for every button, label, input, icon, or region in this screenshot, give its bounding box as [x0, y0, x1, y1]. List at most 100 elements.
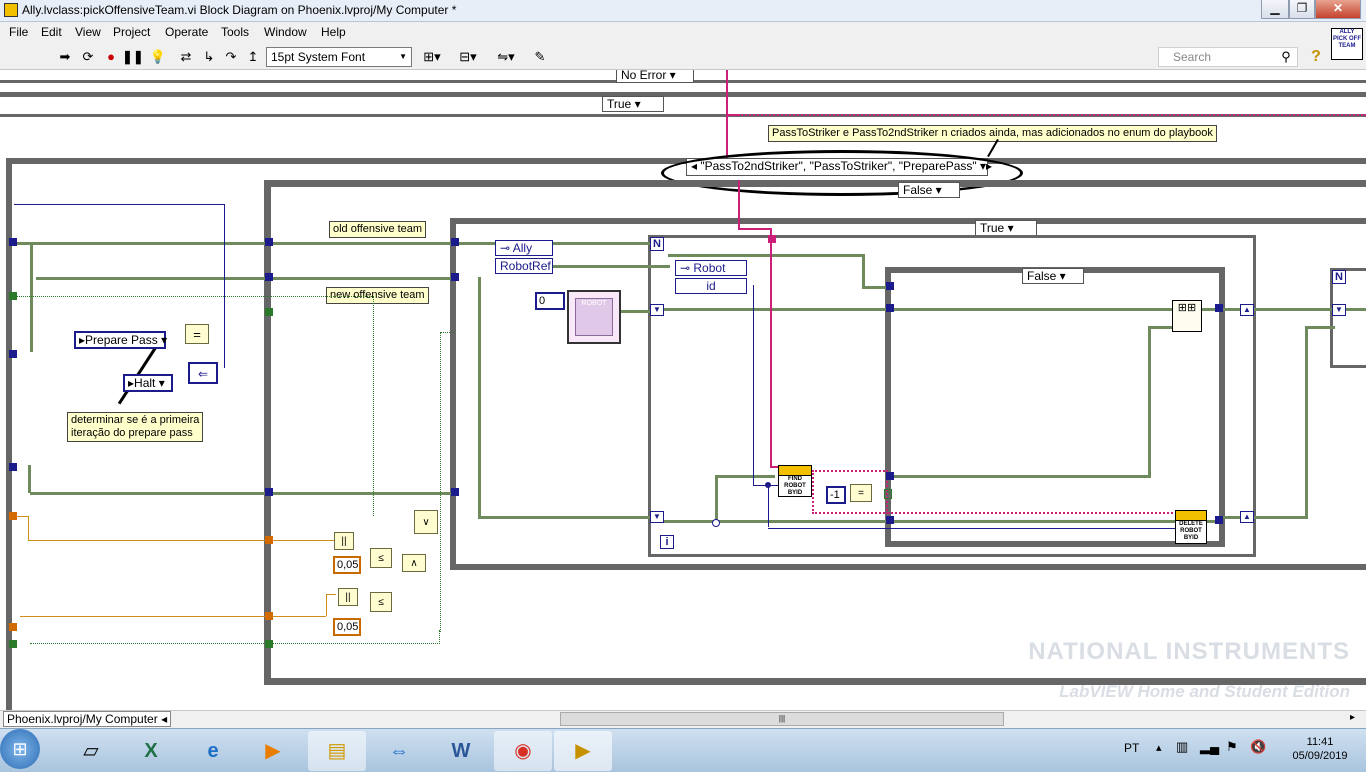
search-icon[interactable]: ⚲ [1281, 49, 1291, 64]
unbundle-robot[interactable]: ⊸ Robot [675, 260, 747, 276]
step-into-icon[interactable]: ↳ [203, 49, 215, 64]
tray-volume-icon[interactable]: 🔇 [1250, 739, 1267, 754]
index-array-function[interactable]: ⊞⊞ [1172, 300, 1202, 332]
find-robot-byid-subvi[interactable]: FIND ROBOT BYID [778, 465, 812, 497]
abort-icon[interactable]: ● [107, 49, 115, 64]
files-app-icon[interactable]: ▱ [83, 740, 99, 762]
teamviewer-icon[interactable]: ⇔ [389, 740, 409, 762]
equal-function[interactable]: = [185, 324, 209, 344]
shift-register-right[interactable]: ▲ [1240, 511, 1254, 523]
enum-halt[interactable]: ▸Halt ▾ [123, 374, 173, 392]
retain-wire-values-icon[interactable]: ⇄ [180, 49, 192, 64]
array-index-constant[interactable]: 0 [535, 292, 565, 310]
status-bar: Phoenix.lvproj/My Computer ◂ ||| ▸ [0, 710, 1366, 728]
tray-signal-icon[interactable]: ▂▄ [1200, 739, 1220, 754]
block-diagram[interactable]: No Error ▾ True ▾ PassToStriker e PassTo… [0, 70, 1366, 710]
shift-register-feedback[interactable]: ⇐ [188, 362, 218, 384]
menu-edit[interactable]: Edit [41, 25, 62, 39]
case-selector-false-inner[interactable]: False ▾ [1022, 268, 1084, 284]
note-primeira[interactable]: determinar se é a primeira iteração do p… [67, 412, 204, 442]
maximize-button[interactable]: ❐ [1289, 0, 1315, 19]
menu-view[interactable]: View [75, 25, 101, 39]
menu-project[interactable]: Project [113, 25, 151, 39]
vi-icon[interactable]: ALLY PICK OFF TEAM [1331, 28, 1363, 60]
menu-help[interactable]: Help [321, 25, 346, 39]
scroll-right-icon[interactable]: ▸ [1350, 712, 1356, 723]
chrome-icon[interactable]: ◉ [494, 731, 552, 771]
reorder-icon[interactable]: ⇋▾ [497, 49, 515, 64]
project-context[interactable]: Phoenix.lvproj/My Computer ◂ [3, 711, 172, 727]
tray-network-icon[interactable]: ▥ [1176, 739, 1189, 754]
close-button[interactable]: ✕ [1315, 0, 1361, 19]
step-over-icon[interactable]: ↷ [225, 49, 237, 64]
unbundle-robotref[interactable]: RobotRef [495, 258, 553, 274]
labview-icon[interactable]: ▶ [554, 731, 612, 771]
enum-prepare-pass[interactable]: ▸Prepare Pass ▾ [74, 331, 167, 349]
equal-function[interactable]: = [850, 484, 872, 502]
help-icon[interactable]: ? [1311, 48, 1321, 65]
case-selector-false-mid[interactable]: False ▾ [898, 182, 960, 198]
neg-one-constant[interactable]: -1 [826, 486, 846, 504]
case-selector-true-top[interactable]: True ▾ [602, 96, 664, 112]
tunnel [265, 640, 273, 648]
right-loop-count[interactable]: N [1332, 270, 1346, 284]
menu-tools[interactable]: Tools [221, 25, 250, 39]
note-old-team[interactable]: old offensive team [329, 221, 427, 238]
explorer-folder-icon[interactable]: ▤ [308, 731, 366, 771]
distribute-objects-icon[interactable]: ⊟▾ [459, 49, 477, 64]
minimize-button[interactable]: ▁ [1261, 0, 1289, 19]
highlight-execution-icon[interactable]: 💡 [149, 49, 167, 64]
menu-operate[interactable]: Operate [165, 25, 209, 39]
unbundle-ally[interactable]: ⊸ Ally [495, 240, 553, 256]
and-function[interactable]: ∧ [402, 554, 426, 572]
tray-clock[interactable]: 11:41 05/09/2019 [1280, 735, 1360, 763]
or-function[interactable]: ∨ [414, 510, 438, 534]
word-icon[interactable]: W [451, 740, 471, 762]
shift-register-right[interactable]: ▲ [1240, 304, 1254, 316]
robot-class-constant[interactable]: ROBOT [567, 290, 621, 344]
note-new-team[interactable]: new offensive team [326, 287, 429, 304]
unbundle-id[interactable]: id [675, 278, 747, 294]
shift-register-right[interactable]: ▼ [1332, 304, 1346, 316]
absolute-value-function[interactable]: || [338, 588, 358, 606]
excel-icon[interactable]: X [144, 740, 158, 762]
subvi-header [1176, 511, 1206, 521]
shift-register-left[interactable]: ▼ [650, 304, 664, 316]
refnum-wire [753, 285, 754, 485]
horizontal-scrollbar[interactable]: ||| [560, 712, 1004, 726]
tray-language[interactable]: PT [1124, 741, 1140, 755]
tunnel [1215, 304, 1223, 312]
menu-file[interactable]: File [9, 25, 29, 39]
note-criados[interactable]: PassToStriker e PassTo2ndStriker n criad… [768, 125, 1217, 142]
cluster-wire [862, 286, 890, 289]
for-loop-count[interactable]: N [650, 237, 664, 251]
cleanup-diagram-icon[interactable]: ✎ [534, 49, 546, 64]
tunnel [265, 308, 273, 316]
step-out-icon[interactable]: ↥ [247, 49, 259, 64]
tray-flag-icon[interactable]: ⚑ [1226, 739, 1238, 754]
less-than-function[interactable]: ≤ [370, 548, 392, 568]
case-selector-no-error[interactable]: No Error ▾ [616, 70, 694, 83]
for-loop-iteration[interactable]: i [660, 535, 674, 549]
run-continuously-icon[interactable]: ⟳ [82, 49, 94, 64]
tolerance-constant[interactable]: 0,05 [333, 556, 361, 574]
absolute-value-function[interactable]: || [334, 532, 354, 550]
run-arrow-icon[interactable]: ➡ [59, 49, 71, 64]
case-selector-true-inner[interactable]: True ▾ [975, 220, 1037, 236]
font-select[interactable]: 15pt System Font ▼ [266, 47, 412, 67]
start-button[interactable]: ⊞ [0, 729, 40, 769]
tunnel [9, 463, 17, 471]
tray-arrow-icon[interactable]: ▴ [1156, 742, 1162, 754]
internet-explorer-icon[interactable]: e [207, 740, 219, 762]
search-input[interactable]: Search [1158, 47, 1298, 67]
tolerance-constant[interactable]: 0,05 [333, 618, 361, 636]
less-than-function[interactable]: ≤ [370, 592, 392, 612]
shift-register-left[interactable]: ▼ [650, 511, 664, 523]
pause-icon[interactable]: ❚❚ [122, 49, 144, 64]
menu-window[interactable]: Window [264, 25, 307, 39]
clock-date: 05/09/2019 [1292, 750, 1348, 762]
toolbar: ➡ ⟳ ● ❚❚ 💡 ⇄ ↳ ↷ ↥ 15pt System Font ▼ ⊞▾… [0, 44, 1366, 70]
align-objects-icon[interactable]: ⊞▾ [423, 49, 441, 64]
delete-robot-byid-subvi[interactable]: DELETE ROBOT BYID [1175, 510, 1207, 544]
media-player-icon[interactable]: ▶ [265, 740, 281, 762]
